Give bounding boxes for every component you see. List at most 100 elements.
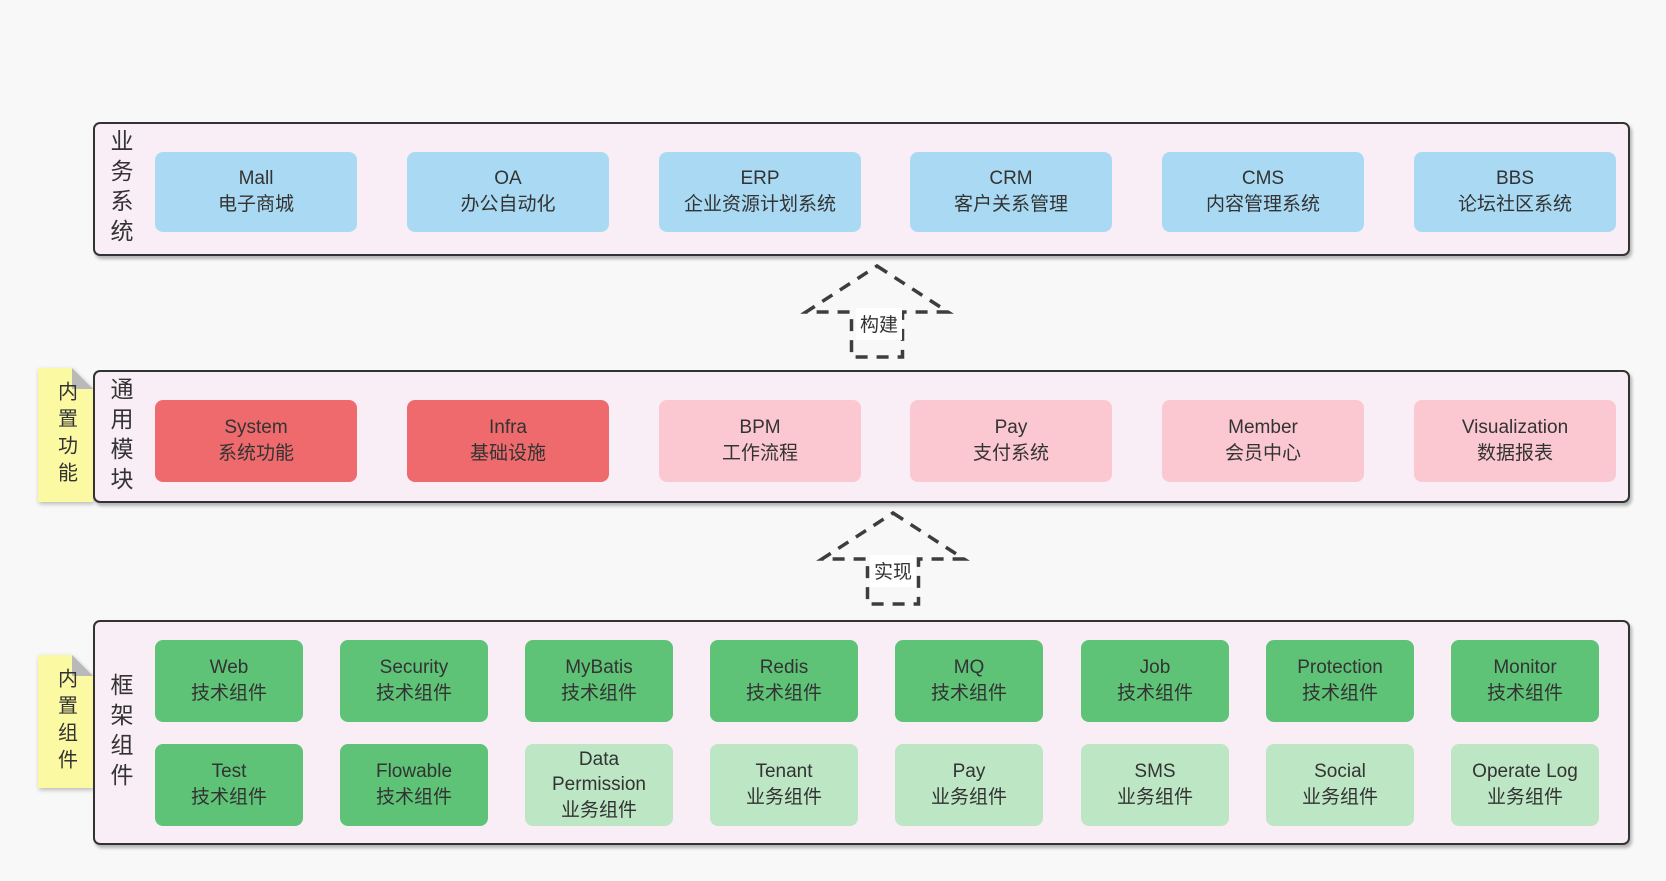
sticky-label: 内置功能 — [54, 381, 77, 489]
box-title: Monitor — [1493, 657, 1557, 679]
layer-business-systems: 业务系统 Mall 电子商城 OA 办公自动化 ERP 企业资源计划系统 CRM 客户关系管理… — [93, 122, 1630, 256]
box-subtitle: 数据报表 — [1476, 443, 1553, 464]
box-bbs: BBS 论坛社区系统 — [1414, 152, 1616, 232]
box-title: Redis — [759, 657, 809, 679]
box-subtitle: 技术组件 — [560, 683, 637, 704]
box-title: Pay — [952, 761, 986, 783]
box-subtitle: 系统功能 — [217, 443, 294, 464]
sticky-paper — [38, 368, 93, 502]
box-subtitle: 业务组件 — [930, 787, 1007, 808]
sticky-note-built-in-components: 内置组件 — [38, 655, 93, 788]
box-crm: CRM 客户关系管理 — [910, 152, 1112, 232]
box-subtitle: 业务组件 — [745, 787, 822, 808]
box-social: Social 业务组件 — [1266, 744, 1414, 826]
arrow-label-backdrop — [870, 555, 916, 587]
box-test: Test 技术组件 — [155, 744, 303, 826]
box-subtitle: 内容管理系统 — [1205, 194, 1320, 215]
implement-arrow-label: 实现 — [874, 561, 912, 583]
box-title: ERP — [740, 168, 780, 190]
box-subtitle: 技术组件 — [1116, 683, 1193, 704]
box-subtitle: 办公自动化 — [460, 194, 556, 215]
box-subtitle: 基础设施 — [469, 443, 546, 464]
box-subtitle: 业务组件 — [560, 799, 637, 821]
arrow-label-backdrop — [856, 308, 902, 340]
box-subtitle: 技术组件 — [930, 683, 1007, 704]
box-title: Mall — [238, 168, 274, 190]
box-title: Security — [379, 657, 449, 679]
box-subtitle: 会员中心 — [1224, 443, 1301, 464]
layer-label-business-systems: 业务系统 — [107, 129, 133, 249]
layer-common-modules: 通用模块 System 系统功能 Infra 基础设施 BPM 工作流程 Pay 支付系统 Me… — [93, 370, 1630, 503]
box-system: System 系统功能 — [155, 400, 357, 482]
box-pay: Pay 业务组件 — [895, 744, 1043, 826]
box-subtitle: 企业资源计划系统 — [683, 194, 836, 215]
box-mybatis: MyBatis 技术组件 — [525, 640, 673, 722]
box-title: System — [224, 417, 288, 439]
box-operate-log: Operate Log 业务组件 — [1451, 744, 1599, 826]
box-title: Test — [211, 761, 247, 783]
box-subtitle: 技术组件 — [190, 787, 267, 808]
box-title: Member — [1228, 417, 1298, 439]
box-title: BBS — [1495, 168, 1535, 190]
business-systems-boxes: Mall 电子商城 OA 办公自动化 ERP 企业资源计划系统 CRM 客户关系管理 CMS 内容… — [95, 124, 1628, 254]
implement-arrow-icon: 实现 — [816, 510, 970, 606]
box-security: Security 技术组件 — [340, 640, 488, 722]
common-modules-boxes: System 系统功能 Infra 基础设施 BPM 工作流程 Pay 支付系统 Member 会… — [95, 372, 1628, 501]
box-visualization: Visualization 数据报表 — [1414, 400, 1616, 482]
box-subtitle: 客户关系管理 — [953, 194, 1068, 215]
box-title: MyBatis — [565, 657, 633, 679]
box-title: Social — [1314, 761, 1366, 783]
box-infra: Infra 基础设施 — [407, 400, 609, 482]
box-title: Operate Log — [1472, 761, 1578, 783]
box-subtitle: 业务组件 — [1486, 787, 1563, 808]
box-bpm: BPM 工作流程 — [659, 400, 861, 482]
box-subtitle: 支付系统 — [972, 443, 1049, 464]
box-subtitle: 技术组件 — [1486, 683, 1563, 704]
build-arrow-label: 构建 — [860, 314, 898, 336]
box-redis: Redis 技术组件 — [710, 640, 858, 722]
box-monitor: Monitor 技术组件 — [1451, 640, 1599, 722]
box-pay: Pay 支付系统 — [910, 400, 1112, 482]
box-subtitle: 技术组件 — [375, 683, 452, 704]
box-title: CRM — [989, 168, 1033, 190]
box-data-permission: Data Permission 业务组件 — [525, 744, 673, 826]
box-erp: ERP 企业资源计划系统 — [659, 152, 861, 232]
box-subtitle: 技术组件 — [1301, 683, 1378, 704]
box-subtitle: 论坛社区系统 — [1457, 194, 1572, 215]
box-subtitle: 业务组件 — [1301, 787, 1378, 808]
layer-label-common-modules: 通用模块 — [107, 376, 133, 497]
box-title: CMS — [1241, 168, 1285, 190]
box-oa: OA 办公自动化 — [407, 152, 609, 232]
box-subtitle: 工作流程 — [721, 443, 798, 464]
box-subtitle: 业务组件 — [1116, 787, 1193, 808]
folded-corner-icon — [72, 655, 93, 676]
box-title: Infra — [488, 417, 528, 439]
box-job: Job 技术组件 — [1081, 640, 1229, 722]
box-title: Visualization — [1461, 417, 1569, 439]
folded-corner-icon — [72, 368, 93, 389]
box-title: BPM — [739, 417, 781, 439]
box-title: Data Permission — [552, 748, 646, 796]
box-subtitle: 技术组件 — [745, 683, 822, 704]
box-mall: Mall 电子商城 — [155, 152, 357, 232]
box-title: Pay — [994, 417, 1028, 439]
box-subtitle: 技术组件 — [190, 683, 267, 704]
box-subtitle: 电子商城 — [217, 194, 294, 215]
sticky-paper — [38, 655, 93, 788]
box-title: OA — [494, 168, 522, 190]
box-tenant: Tenant 业务组件 — [710, 744, 858, 826]
box-member: Member 会员中心 — [1162, 400, 1364, 482]
box-title: Job — [1139, 657, 1171, 679]
box-title: MQ — [953, 657, 985, 679]
box-subtitle: 技术组件 — [375, 787, 452, 808]
box-title: Tenant — [755, 761, 813, 783]
sticky-label: 内置组件 — [54, 667, 77, 776]
layer-label-framework-components: 框架组件 — [107, 672, 133, 793]
box-protection: Protection 技术组件 — [1266, 640, 1414, 722]
box-title: Protection — [1297, 657, 1383, 679]
